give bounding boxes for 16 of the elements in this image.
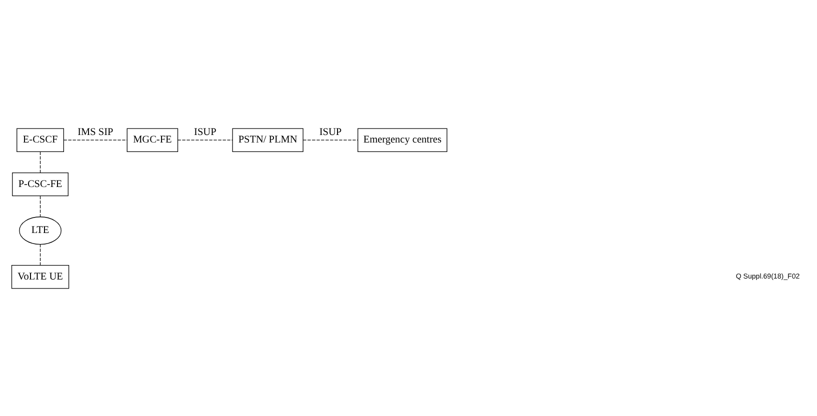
node-box: E-CSCF: [16, 128, 64, 152]
connector: [177, 139, 233, 140]
edge-label: ISUP: [194, 126, 216, 138]
connector: [302, 139, 358, 140]
node-box: PSTN/ PLMN: [232, 128, 304, 152]
node-box: VoLTE UE: [11, 264, 70, 288]
edge-label: ISUP: [319, 126, 342, 138]
node-ellipse: LTE: [19, 216, 62, 244]
node-box: P-CSC-FE: [12, 172, 68, 196]
node-box: MGC-FE: [126, 128, 178, 152]
node-box: Emergency centres: [358, 128, 448, 152]
connector: [40, 150, 41, 172]
connector: [40, 195, 41, 217]
connector: [63, 139, 128, 140]
connector: [40, 243, 41, 266]
edge-label: IMS SIP: [78, 126, 114, 138]
